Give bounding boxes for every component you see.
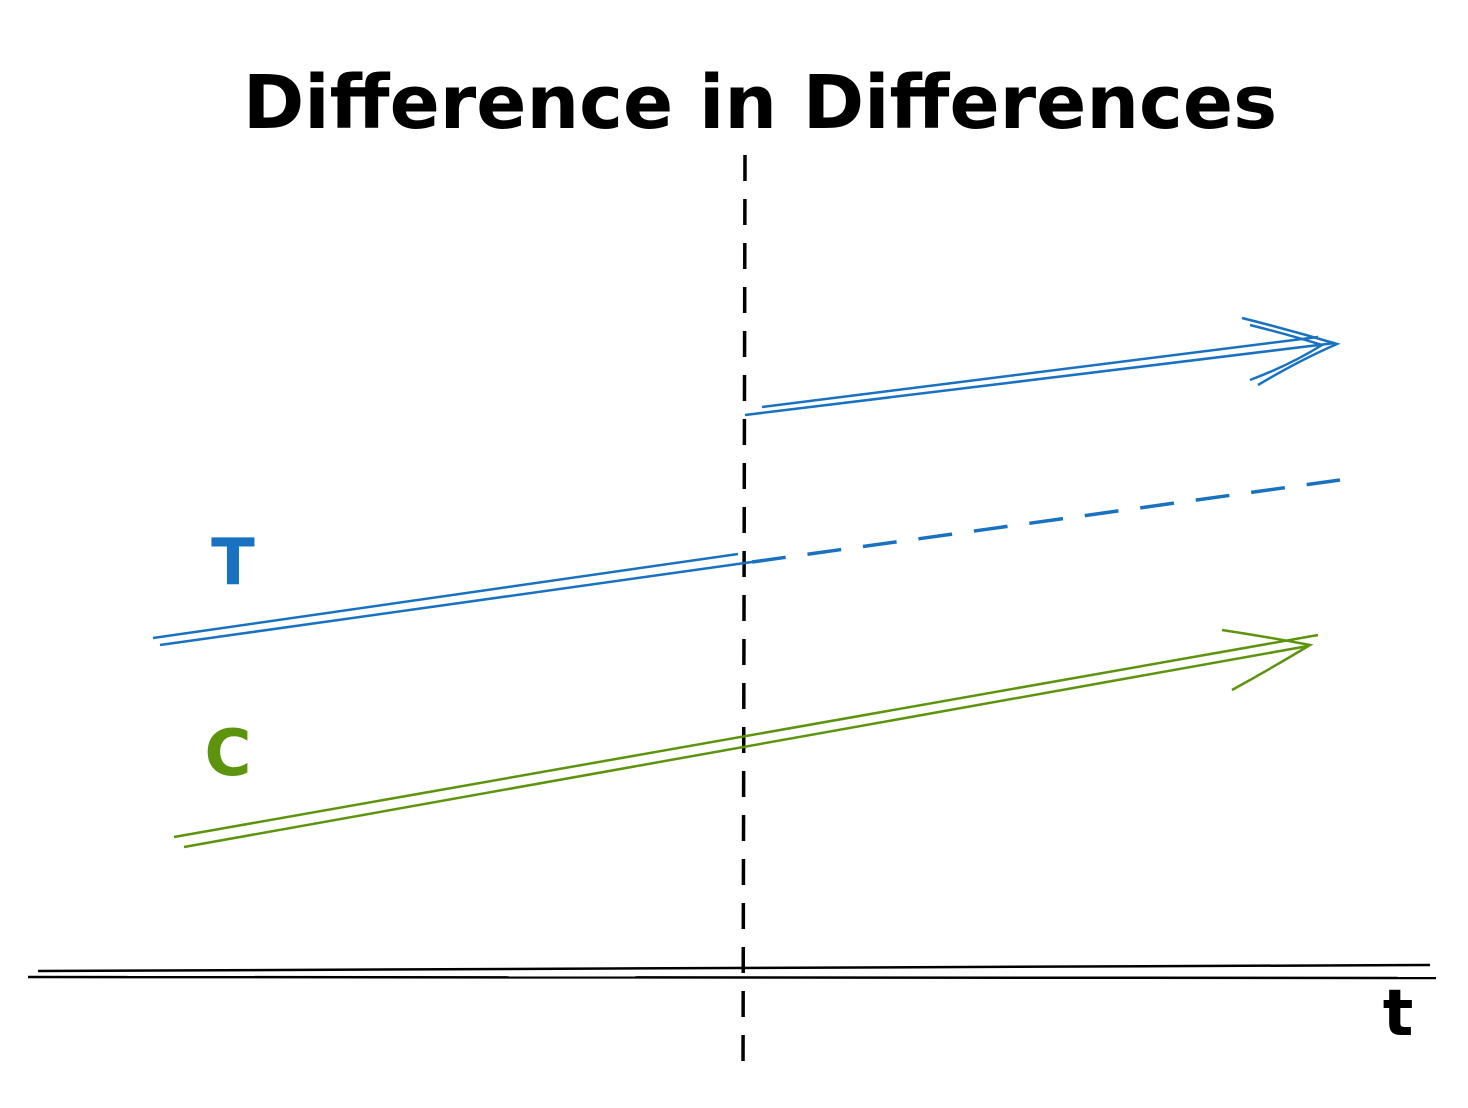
time-axis [27, 963, 1437, 980]
treatment-post-arrow [744, 316, 1341, 417]
treatment-counterfactual-line [751, 478, 1341, 564]
control-arrow [173, 628, 1319, 849]
intervention-line [741, 154, 747, 1076]
control-label: C [205, 717, 252, 791]
treatment-pre-line [152, 552, 753, 647]
treatment-label: T [211, 526, 255, 600]
time-axis-label: t [1383, 977, 1414, 1051]
diagram-title: Difference in Differences [243, 60, 1277, 146]
